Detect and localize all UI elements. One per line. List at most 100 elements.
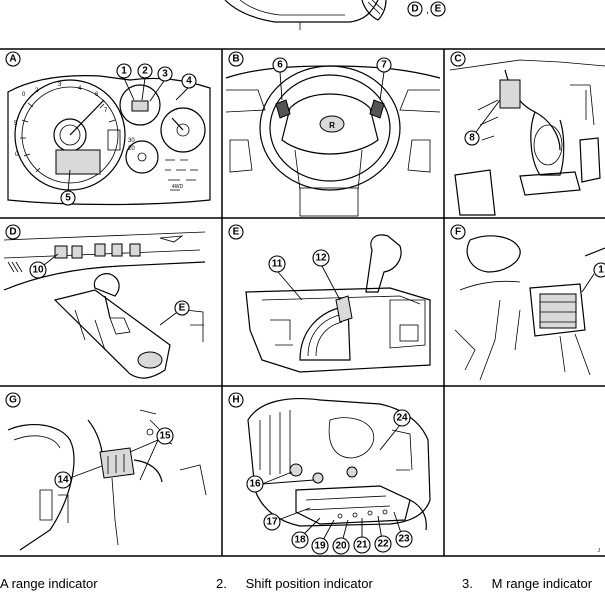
top-callout-d: D: [407, 1, 423, 17]
callout-14: 14: [54, 471, 72, 489]
svg-text:18: 18: [294, 535, 306, 546]
callout-22: 22: [374, 535, 392, 553]
callout-10: 10: [29, 261, 47, 279]
panel-e-callouts: 11 12: [268, 249, 341, 301]
legend-item-text: M range indicator: [491, 576, 593, 591]
legend-item-text: Shift position indicator: [245, 576, 373, 591]
callout-1-panel-f: 1: [593, 262, 605, 278]
callout-15: 15: [156, 427, 174, 445]
panel-g-label: G: [5, 392, 21, 408]
svg-text:1: 1: [121, 66, 127, 77]
svg-text:24: 24: [396, 413, 408, 424]
panel-f-callouts: 1: [581, 262, 605, 293]
callout-5: 5: [60, 190, 76, 206]
svg-text:10: 10: [32, 265, 44, 276]
svg-text:21: 21: [356, 540, 368, 551]
svg-text:14: 14: [57, 475, 69, 486]
svg-text:3: 3: [162, 69, 168, 80]
legend: A range indicator 2. Shift position indi…: [0, 570, 605, 601]
svg-text:F: F: [455, 227, 461, 238]
panel-h-callouts: 16 17 18 19 20 21 22 23 24: [246, 409, 413, 555]
callout-3: 3: [157, 66, 173, 82]
callout-20: 20: [332, 537, 350, 555]
svg-text:4WD: 4WD: [172, 184, 184, 190]
panel-e-label: E: [228, 224, 244, 240]
svg-text:E: E: [179, 303, 186, 314]
panel-h-label: H: [228, 392, 244, 408]
svg-text:20: 20: [128, 146, 135, 152]
panel-a-callouts: 1 2 3 4 5: [60, 63, 197, 206]
svg-text:8: 8: [469, 133, 475, 144]
callout-8: 8: [464, 130, 480, 146]
panel-grid: [0, 48, 605, 557]
panel-f-label: F: [450, 224, 466, 240]
diagram-canvas: .stroke { fill:none; stroke:#000; stroke…: [0, 0, 605, 557]
svg-text:20: 20: [335, 541, 347, 552]
callout-e: E: [174, 300, 190, 316]
svg-text:4: 4: [78, 86, 82, 92]
panel-e-illustration: [245, 234, 431, 373]
panel-h-illustration: [247, 398, 431, 531]
callout-18: 18: [291, 531, 309, 549]
panel-d-illustration: [3, 231, 206, 379]
callout-23: 23: [395, 530, 413, 548]
panel-b-label: B: [228, 51, 244, 67]
svg-text:D: D: [411, 4, 418, 15]
panel-d-label: D: [5, 224, 21, 240]
panel-a-illustration: 0 5 0 2 3 4 6 7 30 20 4WD: [7, 75, 211, 206]
svg-text:0: 0: [15, 152, 19, 158]
svg-text:C: C: [454, 54, 461, 65]
svg-text:2: 2: [142, 66, 148, 77]
callout-17: 17: [263, 513, 281, 531]
legend-item-1: A range indicator: [0, 576, 98, 592]
legend-item-3: 3. M range indicator: [462, 576, 592, 592]
callout-16: 16: [246, 475, 264, 493]
svg-text:19: 19: [314, 541, 326, 552]
legend-item-number: 2.: [216, 576, 227, 591]
callout-2: 2: [137, 63, 153, 79]
top-callout-separator: ,: [426, 5, 429, 16]
callout-21: 21: [353, 536, 371, 554]
callout-24: 24: [393, 409, 411, 427]
svg-text:17: 17: [266, 517, 278, 528]
top-strip-illustration: [224, 0, 387, 30]
svg-text:1: 1: [598, 265, 604, 276]
svg-text:R: R: [329, 121, 335, 130]
svg-text:H: H: [232, 395, 239, 406]
svg-text:6: 6: [277, 60, 283, 71]
svg-text:15: 15: [159, 431, 171, 442]
panel-b-illustration: R: [225, 65, 441, 217]
svg-text:2: 2: [35, 88, 39, 94]
panel-g-illustration: [7, 409, 207, 551]
callout-19: 19: [311, 537, 329, 555]
svg-text:5: 5: [65, 193, 71, 204]
legend-item-text: A range indicator: [0, 576, 98, 591]
svg-text:E: E: [435, 4, 442, 15]
legend-item-2: 2. Shift position indicator: [216, 576, 373, 592]
panel-g-callouts: 14 15: [54, 427, 174, 489]
svg-text:11: 11: [272, 259, 283, 270]
svg-text:12: 12: [315, 253, 327, 264]
svg-text:4: 4: [186, 76, 192, 87]
svg-text:G: G: [9, 395, 17, 406]
svg-text:7: 7: [104, 108, 108, 114]
svg-text:7: 7: [381, 60, 387, 71]
callout-11: 11: [268, 255, 286, 273]
callout-4: 4: [181, 73, 197, 89]
panel-f-illustration: [454, 235, 605, 381]
callout-1: 1: [116, 63, 132, 79]
svg-text:0: 0: [22, 92, 26, 98]
svg-text:6: 6: [95, 92, 99, 98]
svg-text:16: 16: [249, 479, 261, 490]
top-callout-e: E: [430, 1, 446, 17]
svg-text:30: 30: [128, 138, 135, 144]
svg-text:E: E: [233, 227, 240, 238]
panel-b-callouts: 6 7: [272, 57, 392, 101]
legend-item-number: 3.: [462, 576, 473, 591]
callout-7: 7: [376, 57, 392, 73]
svg-text:D: D: [9, 227, 16, 238]
panel-d-callouts: 10 E: [29, 253, 190, 326]
panel-c-illustration: [449, 59, 605, 216]
svg-text:A: A: [9, 54, 16, 65]
svg-text:B: B: [232, 54, 239, 65]
